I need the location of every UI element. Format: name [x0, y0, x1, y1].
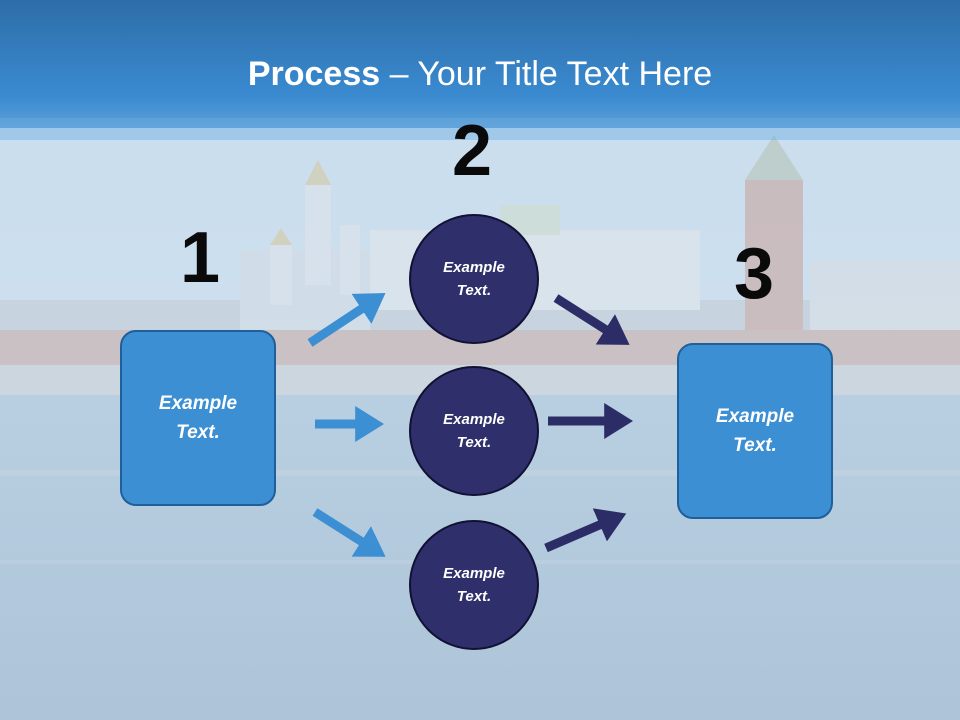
step-number-2: 2: [451, 111, 493, 191]
left-box-text: Example Text.: [158, 393, 238, 443]
circle-middle: Example Text.: [409, 366, 539, 496]
circle-top: Example Text.: [409, 214, 539, 344]
circle-bottom-text: Example Text.: [443, 565, 505, 605]
right-process-box: Example Text.: [677, 343, 833, 519]
circle-bottom: Example Text.: [409, 520, 539, 650]
title-rest: – Your Title Text Here: [380, 55, 713, 93]
step-number-3: 3: [733, 234, 775, 314]
slide-title: Process – Your Title Text Here: [0, 52, 960, 96]
title-bold: Process: [247, 55, 381, 93]
circle-top-text: Example Text.: [443, 259, 505, 299]
left-process-box: Example Text.: [120, 330, 276, 506]
arrow-bottom-to-right: [544, 508, 627, 553]
circle-middle-text: Example Text.: [443, 411, 505, 451]
arrow-left-to-top: [307, 293, 386, 347]
arrow-left-to-bottom: [312, 508, 386, 557]
arrow-top-to-right: [553, 294, 630, 345]
right-box-text: Example Text.: [715, 406, 795, 456]
step-number-1: 1: [179, 218, 221, 298]
